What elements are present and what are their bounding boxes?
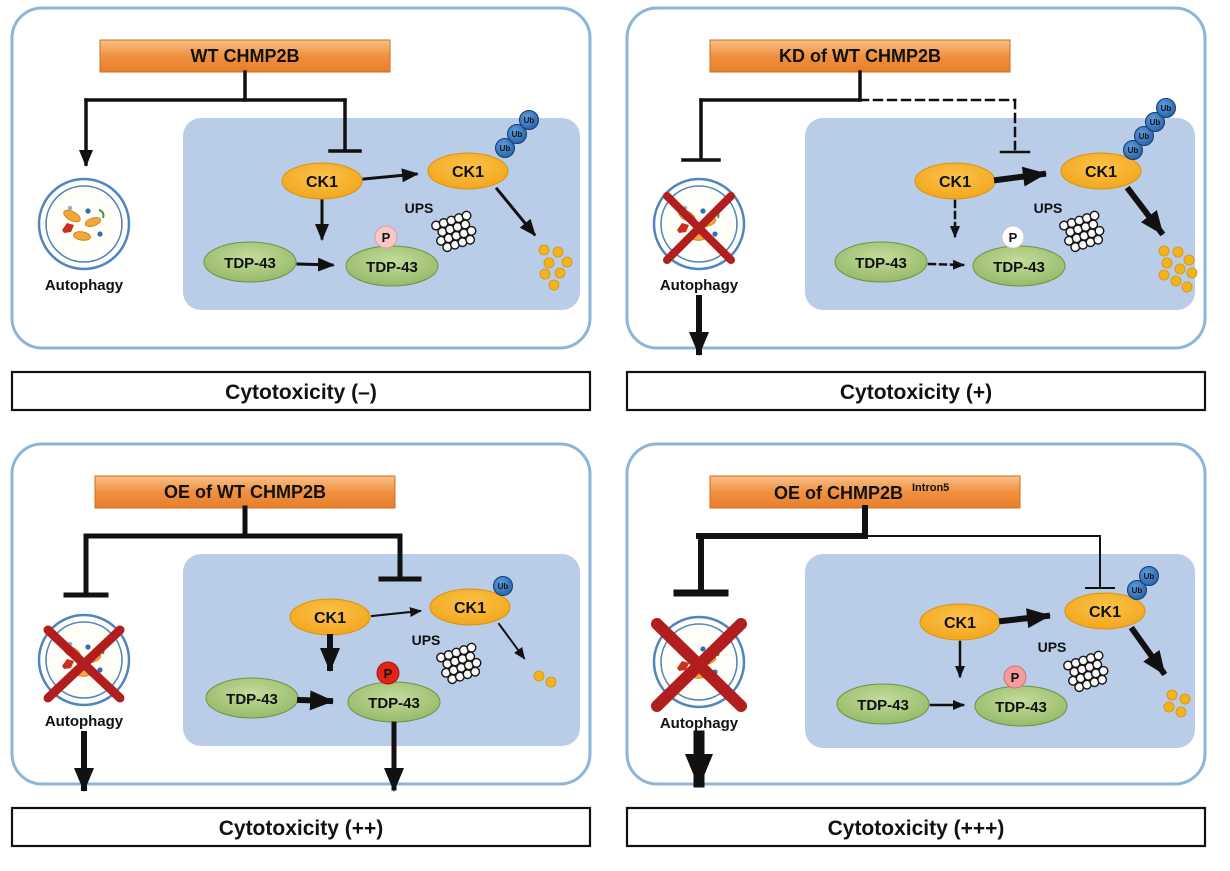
cytotoxicity-box: Cytotoxicity (++) [10, 806, 592, 848]
arrow-tdp43-to-ptdp43-thick [296, 690, 334, 711]
panel-wt-chmp2b: WT CHMP2B Autophagy CK1 CK1 Ub Ub Ub [0, 0, 615, 436]
tdp43-ellipse [203, 241, 297, 283]
tdp43-p-label: TDP-43 [995, 699, 1047, 716]
title-box: OE of WT CHMP2B [94, 475, 396, 509]
ub-label: Ub [1161, 104, 1172, 113]
panel-oe-wt-chmp2b: OE of WT CHMP2B Autophagy CK1 CK1 [0, 436, 615, 871]
cytotoxicity-label: Cytotoxicity (+) [840, 381, 992, 404]
panel-title: WT CHMP2B [191, 46, 300, 66]
red-cross-icon [663, 192, 735, 264]
panel-title: KD of WT CHMP2B [779, 46, 941, 66]
tdp43-label: TDP-43 [226, 691, 278, 708]
phospho-badge [376, 661, 400, 685]
ck1-ub-label: CK1 [1089, 604, 1121, 621]
cytotoxicity-label: Cytotoxicity (++) [219, 817, 384, 840]
panel-title: OE of WT CHMP2B [164, 482, 326, 502]
ck1-ellipse [281, 162, 363, 200]
panel-oe-chmp2b-intron5: OE of CHMP2B Intron5 Autophagy CK1 [615, 436, 1230, 871]
tdp43-label: TDP-43 [224, 255, 276, 272]
phospho-label: P [382, 230, 391, 245]
ck1-ub-ellipse [429, 588, 511, 626]
dashed-arrow-tdp43-to-ptdp43 [927, 259, 965, 270]
title-box: OE of CHMP2B Intron5 [709, 475, 1021, 509]
autophagy-label: Autophagy [660, 715, 739, 732]
ups-label: UPS [1038, 639, 1067, 655]
ck1-label: CK1 [939, 174, 971, 191]
tdp43-label: TDP-43 [857, 697, 909, 714]
degradation-products [1158, 245, 1198, 293]
arrow-degradation [494, 186, 537, 237]
ups-label: UPS [1034, 200, 1063, 216]
ub-label: Ub [498, 582, 509, 591]
degradation-products [533, 670, 557, 688]
tdp43-p-label: TDP-43 [368, 695, 420, 712]
phospho-label: P [384, 666, 393, 681]
degradation-products [1163, 689, 1191, 718]
ub-label: Ub [1144, 572, 1155, 581]
arrow-ck1-to-ck1ub-thick [998, 608, 1051, 629]
arrow-degradation-thick [1128, 625, 1168, 677]
phospho-label: P [1011, 670, 1020, 685]
phospho-label: P [1009, 230, 1018, 245]
cytotoxicity-label: Cytotoxicity (–) [225, 381, 377, 404]
ub-label: Ub [1150, 118, 1161, 127]
autophagy-label: Autophagy [45, 277, 124, 294]
ub-chain: Ub [493, 576, 513, 596]
ub-label: Ub [500, 144, 511, 153]
red-cross-icon [651, 618, 747, 712]
panel-kd-chmp2b: KD of WT CHMP2B Autophagy CK1 C [615, 0, 1230, 436]
degradation-products [538, 244, 573, 291]
ck1-ub-ellipse [1064, 592, 1146, 630]
red-cross-icon [43, 625, 125, 703]
tdp43-label: TDP-43 [855, 255, 907, 272]
panel-title-superscript: Intron5 [912, 482, 949, 494]
arrow-degradation-thin [497, 622, 526, 660]
arrow-ck1-to-ck1ub [362, 168, 419, 183]
ups-label: UPS [412, 632, 441, 648]
tdp43-ellipse [834, 241, 928, 283]
ub-chain: Ub Ub Ub Ub [1123, 98, 1176, 160]
cytotoxicity-box: Cytotoxicity (+) [625, 370, 1207, 412]
ub-chain: Ub Ub [1127, 566, 1159, 600]
cytotoxicity-box: Cytotoxicity (–) [10, 370, 592, 412]
phospho-badge [1001, 225, 1025, 249]
ck1-ub-label: CK1 [454, 600, 486, 617]
title-box: WT CHMP2B [99, 39, 391, 73]
cytotoxicity-label: Cytotoxicity (+++) [828, 817, 1005, 840]
ck1-ub-label: CK1 [1085, 164, 1117, 181]
ck1-label: CK1 [314, 610, 346, 627]
arrow-ck1-to-ck1ub-thick [993, 166, 1047, 187]
title-box: KD of WT CHMP2B [709, 39, 1011, 73]
ck1-label: CK1 [944, 615, 976, 632]
arrow-degradation-thick [1124, 185, 1166, 237]
ck1-label: CK1 [306, 174, 338, 191]
ub-label: Ub [512, 130, 523, 139]
phospho-badge [374, 225, 398, 249]
ck1-ub-label: CK1 [452, 164, 484, 181]
ub-chain: Ub Ub Ub [495, 110, 539, 158]
ck1-ub-ellipse [427, 152, 509, 190]
autophagy-label: Autophagy [45, 713, 124, 730]
ups-label: UPS [405, 200, 434, 216]
ck1-ub-ellipse [1060, 152, 1142, 190]
tdp43-p-label: TDP-43 [993, 259, 1045, 276]
ub-label: Ub [1132, 586, 1143, 595]
autophagosome-icon [37, 177, 131, 271]
ub-label: Ub [524, 116, 535, 125]
ub-label: Ub [1128, 146, 1139, 155]
tdp43-p-label: TDP-43 [366, 259, 418, 276]
arrow-ck1-to-ck1ub-thin [370, 607, 422, 618]
ub-label: Ub [1139, 132, 1150, 141]
phospho-badge [1003, 665, 1027, 689]
autophagy-label: Autophagy [660, 277, 739, 294]
cytotoxicity-box: Cytotoxicity (+++) [625, 806, 1207, 848]
tdp43-ellipse [836, 683, 930, 725]
panel-title: OE of CHMP2B [774, 483, 903, 503]
arrow-tdp43-to-ptdp43 [296, 257, 335, 272]
